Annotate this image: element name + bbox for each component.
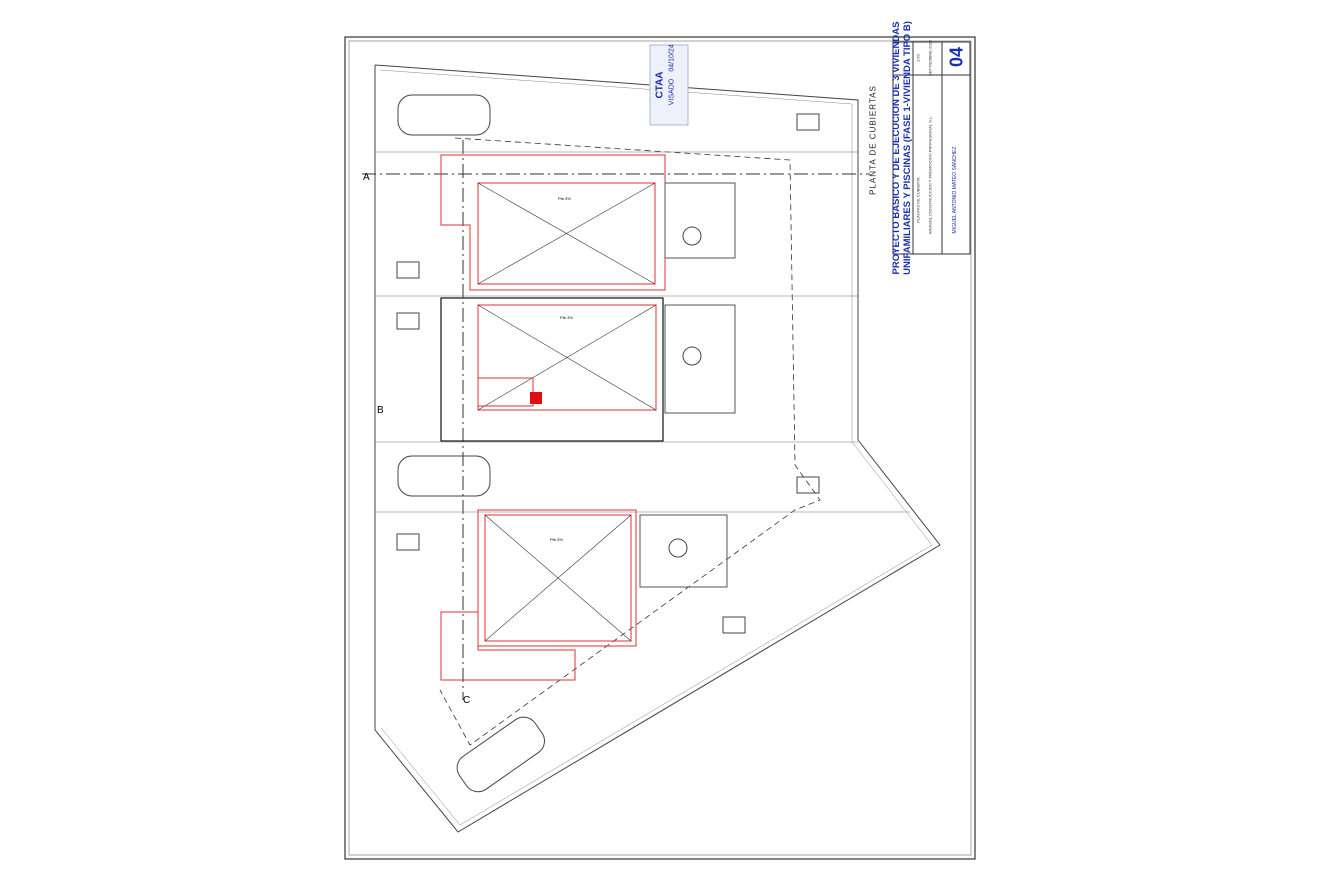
drawing-name: PLANTAS DE CUBIERTA xyxy=(915,177,921,223)
client: ARIASOL CONSTRUCCION Y PROMOCION PROFESI… xyxy=(927,115,933,235)
scale: 1:50 xyxy=(915,54,921,62)
project-title: PROYECTO BASICO Y DE EJECUCION DE 3 VIVI… xyxy=(891,21,902,275)
house-3-roof xyxy=(440,509,728,681)
slope-label: Pte.3% xyxy=(560,315,573,320)
date: SEPTIEMBRE-2024 xyxy=(927,39,933,77)
house-2-roof xyxy=(440,297,736,442)
table-icons xyxy=(396,113,820,634)
section-mark-c: C xyxy=(463,695,471,706)
sheet-number: 04 xyxy=(946,46,967,68)
stamp-date: 04/10/24 xyxy=(668,44,676,72)
project-title-line2: UNIFAMILIARES Y PISCINAS (FASE 1-VIVIEND… xyxy=(902,21,913,275)
stamp-label: VISADO xyxy=(668,78,676,106)
title-block xyxy=(892,41,971,255)
architect: MIGUEL ANTONIO MATEO SANCHEZ xyxy=(952,146,958,234)
slope-label: Pte.3% xyxy=(550,537,563,542)
plan-title: PLANTA DE CUBIERTAS xyxy=(868,85,878,195)
car-icons xyxy=(397,94,545,793)
visa-stamp xyxy=(649,44,689,126)
section-mark-a: A xyxy=(363,172,370,183)
section-mark-b: B xyxy=(377,405,384,416)
plot-boundary xyxy=(374,64,941,833)
sheet-border xyxy=(344,36,976,860)
stamp-org: CTAA xyxy=(654,71,666,99)
slope-label: Pte.3% xyxy=(558,196,571,201)
house-1-roof xyxy=(440,154,736,291)
